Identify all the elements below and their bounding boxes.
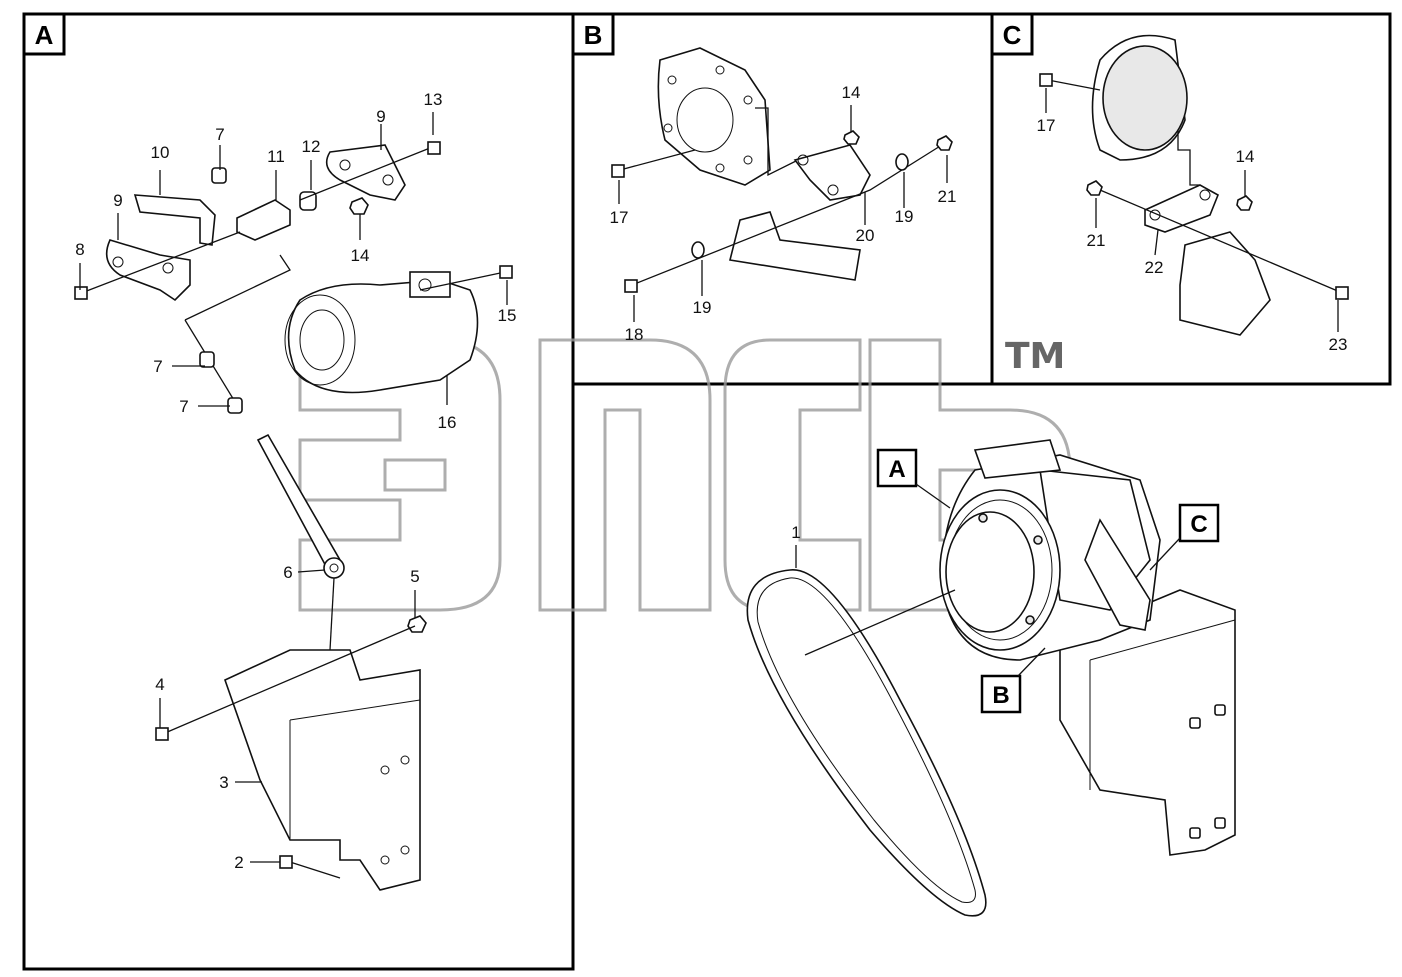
washer-19-b bbox=[895, 153, 909, 171]
callout-c: C bbox=[1149, 503, 1220, 571]
block-11 bbox=[236, 199, 291, 241]
part-labels-c: 17 14 21 22 23 bbox=[1037, 116, 1348, 354]
part-label: 7 bbox=[215, 125, 224, 144]
bolt-17-b bbox=[619, 149, 696, 171]
part-label: 3 bbox=[219, 773, 228, 792]
part-labels-main: 1 bbox=[791, 523, 801, 568]
spacer-7-top bbox=[211, 167, 227, 184]
nut-21-c bbox=[1086, 180, 1103, 196]
part-labels-b: 14 17 21 19 20 18 19 bbox=[610, 83, 957, 344]
panel-c-drawing bbox=[1039, 34, 1349, 336]
callout-b: B bbox=[980, 647, 1046, 714]
bolt-23-c bbox=[1099, 189, 1341, 293]
link-20 bbox=[793, 144, 871, 201]
nut-5 bbox=[407, 615, 427, 633]
callout-a: A bbox=[876, 448, 951, 509]
part-label: 11 bbox=[267, 147, 285, 166]
belt-1 bbox=[746, 569, 987, 917]
bolt-18-b bbox=[631, 142, 946, 286]
part-label: 14 bbox=[842, 83, 861, 102]
part-label: 12 bbox=[302, 137, 321, 156]
part-label: 1 bbox=[791, 523, 800, 542]
part-label: 20 bbox=[856, 226, 875, 245]
part-label: 14 bbox=[351, 246, 370, 265]
panel-c-tab: C bbox=[990, 12, 1034, 56]
bolt-4 bbox=[164, 625, 416, 734]
bracket-3 bbox=[224, 649, 421, 891]
compressor-flange-b bbox=[657, 47, 771, 186]
main-assembly-drawing bbox=[746, 439, 1236, 917]
part-label: 22 bbox=[1145, 258, 1164, 277]
rod-eye-6 bbox=[323, 557, 345, 579]
spacer-12 bbox=[299, 191, 317, 211]
bolt-8 bbox=[83, 231, 241, 293]
callout-b-label: B bbox=[992, 682, 1009, 709]
part-label: 9 bbox=[113, 191, 122, 210]
part-label: 4 bbox=[155, 675, 164, 694]
trademark-mark: TM bbox=[1005, 336, 1065, 377]
nut-14-b bbox=[843, 130, 860, 145]
part-label: 9 bbox=[376, 107, 385, 126]
part-label: 2 bbox=[234, 853, 243, 872]
part-label: 21 bbox=[1087, 231, 1106, 250]
part-label: 18 bbox=[625, 325, 644, 344]
part-label: 7 bbox=[179, 397, 188, 416]
part-label: 5 bbox=[410, 567, 419, 586]
part-label: 23 bbox=[1329, 335, 1348, 354]
panel-a-drawing bbox=[74, 112, 513, 891]
panel-b-tab: B bbox=[571, 12, 615, 56]
part-label: 21 bbox=[938, 187, 957, 206]
part-label: 16 bbox=[438, 413, 457, 432]
bolt-15 bbox=[419, 271, 506, 291]
bracket-10 bbox=[133, 194, 216, 246]
nut-14-c bbox=[1236, 195, 1253, 211]
panel-c-label: C bbox=[1003, 20, 1022, 50]
part-label: 14 bbox=[1236, 147, 1255, 166]
callout-a-label: A bbox=[888, 456, 905, 483]
spacer-7-low bbox=[227, 397, 243, 414]
bracket-9-lower bbox=[105, 239, 191, 302]
panel-a-frame bbox=[22, 12, 575, 971]
nut-14-a bbox=[349, 197, 369, 215]
bolt-2 bbox=[289, 861, 341, 879]
part-labels-a: 13 9 7 10 11 12 9 8 14 15 7 7 16 6 5 4 3… bbox=[75, 90, 516, 872]
link-22 bbox=[1144, 184, 1220, 233]
panel-a-tab: A bbox=[22, 12, 66, 56]
bolt-17-c bbox=[1047, 79, 1101, 91]
bracket-block-b bbox=[729, 211, 861, 281]
part-label: 10 bbox=[151, 143, 170, 162]
part-label: 17 bbox=[1037, 116, 1056, 135]
panel-c-frame bbox=[990, 12, 1392, 386]
bracket-block-c bbox=[1179, 231, 1271, 336]
compressor-16 bbox=[284, 271, 479, 394]
panel-b-label: B bbox=[584, 20, 603, 50]
washer-19-a bbox=[691, 241, 705, 259]
bolt-13 bbox=[299, 147, 431, 201]
part-label: 15 bbox=[498, 306, 517, 325]
bracket-9-upper bbox=[325, 144, 406, 201]
callout-c-label: C bbox=[1190, 511, 1207, 538]
part-label: 13 bbox=[424, 90, 443, 109]
spacer-7-mid bbox=[199, 351, 215, 368]
part-label: 19 bbox=[693, 298, 712, 317]
part-label: 19 bbox=[895, 207, 914, 226]
panel-a-label: A bbox=[35, 20, 54, 50]
part-label: 17 bbox=[610, 208, 629, 227]
panel-b-drawing bbox=[611, 47, 953, 322]
nut-21-b bbox=[936, 135, 953, 151]
part-label: 7 bbox=[153, 357, 162, 376]
part-label: 6 bbox=[283, 563, 292, 582]
part-label: 8 bbox=[75, 240, 84, 259]
